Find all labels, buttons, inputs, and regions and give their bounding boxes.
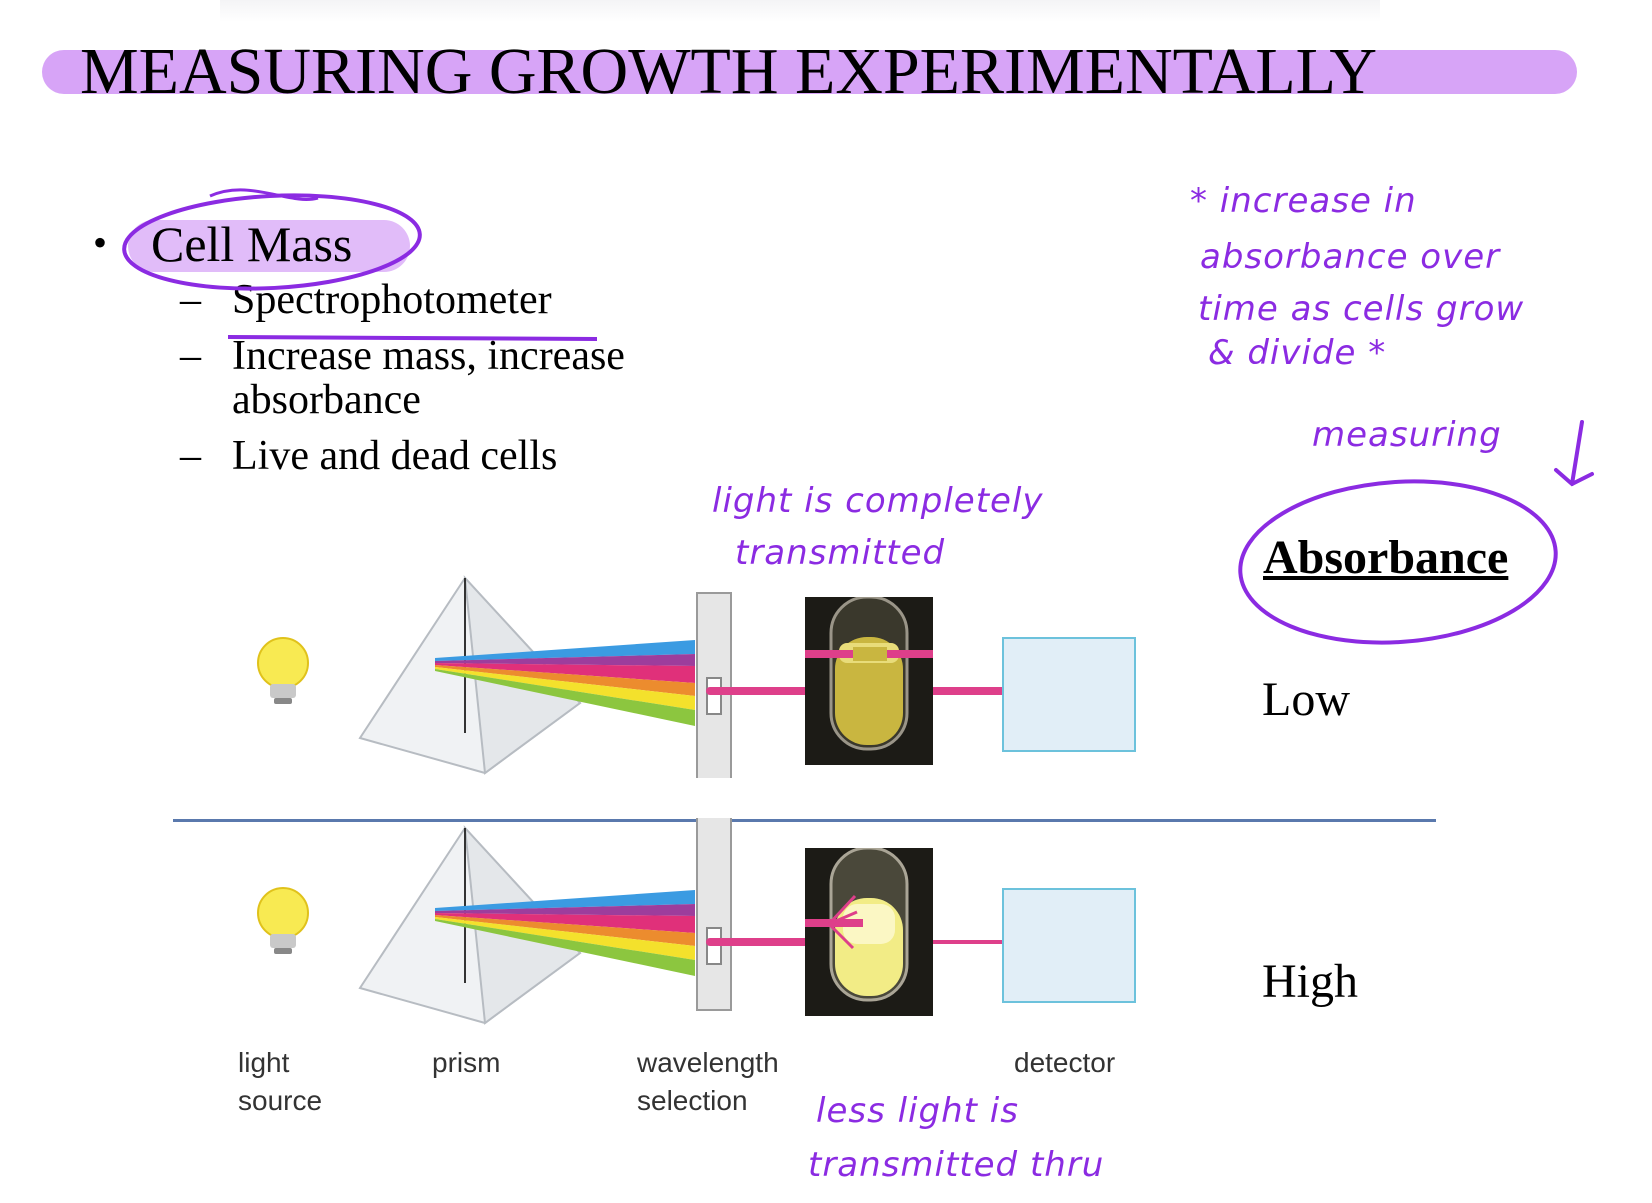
- sub-bullet-marker: –: [180, 433, 201, 479]
- absorbance-high: High: [1262, 955, 1358, 1008]
- label-light-source: light source: [238, 1044, 322, 1120]
- label-line: wavelength: [637, 1047, 779, 1078]
- sub-bullet-text: Increase mass, increase absorbance: [232, 333, 625, 423]
- ink-circle-cell-mass: [122, 193, 422, 291]
- note-line: time as cells grow: [1198, 289, 1525, 329]
- sub-bullet: – Live and dead cells: [180, 434, 740, 478]
- light-bulb-icon: [257, 887, 309, 954]
- slide-title: MEASURING GROWTH EXPERIMENTALLY: [80, 35, 1378, 108]
- note-line: absorbance over: [1200, 237, 1501, 277]
- test-tube-photo: [805, 848, 933, 1016]
- light-bulb-icon: [257, 637, 309, 704]
- label-line: selection: [637, 1085, 748, 1116]
- label-line: light: [238, 1047, 290, 1078]
- label-line: source: [238, 1085, 323, 1116]
- sub-bullet-marker: –: [180, 333, 201, 379]
- note-light-bottom-1: less light is: [816, 1091, 1019, 1131]
- sub-bullet: – Increase mass, increase absorbance: [180, 334, 740, 422]
- note-light-bottom-2: transmitted thru: [808, 1145, 1105, 1185]
- ink-circle-absorbance: [1238, 479, 1558, 645]
- light-spectrum: [435, 640, 695, 726]
- sub-bullet-text: Live and dead cells: [232, 433, 558, 479]
- test-tube-photo: [805, 597, 933, 765]
- title-highlight: [42, 50, 1577, 94]
- top-shadow: [220, 0, 1380, 22]
- absorbance-heading: Absorbance: [1263, 531, 1509, 584]
- sub-bullet: – Spectrophotometer: [180, 278, 740, 322]
- spectrophotometer-high: [257, 818, 1030, 1025]
- bullet-cell-mass: Cell Mass: [151, 216, 353, 272]
- ink-underline-spectrophotometer: [227, 335, 598, 341]
- sub-bullet-list: – Spectrophotometer – Increase mass, inc…: [180, 278, 740, 490]
- light-spectrum: [435, 890, 695, 976]
- arrow-down-icon: [1554, 420, 1594, 487]
- sub-bullet-marker: –: [180, 277, 201, 323]
- note-line: * increase in: [1190, 181, 1417, 221]
- note-light-top-1: light is completely: [712, 481, 1044, 521]
- panel-divider: [173, 819, 1436, 822]
- bullet-highlight: [128, 220, 410, 272]
- detector-box: [1002, 637, 1136, 752]
- note-light-top-2: transmitted: [735, 533, 946, 573]
- note-line: & divide *: [1208, 333, 1387, 373]
- bullet-marker: •: [93, 220, 108, 265]
- spectrophotometer-low: [257, 575, 1034, 778]
- ink-loop-stroke: [209, 188, 319, 201]
- note-measuring: measuring: [1312, 415, 1502, 455]
- absorbance-low: Low: [1262, 673, 1350, 726]
- label-wavelength-selection: wavelength selection: [637, 1044, 779, 1120]
- wavelength-slit: [696, 818, 732, 1011]
- label-detector: detector: [1014, 1047, 1116, 1078]
- label-prism: prism: [432, 1047, 501, 1078]
- detector-box: [1002, 888, 1136, 1003]
- wavelength-slit: [696, 592, 732, 778]
